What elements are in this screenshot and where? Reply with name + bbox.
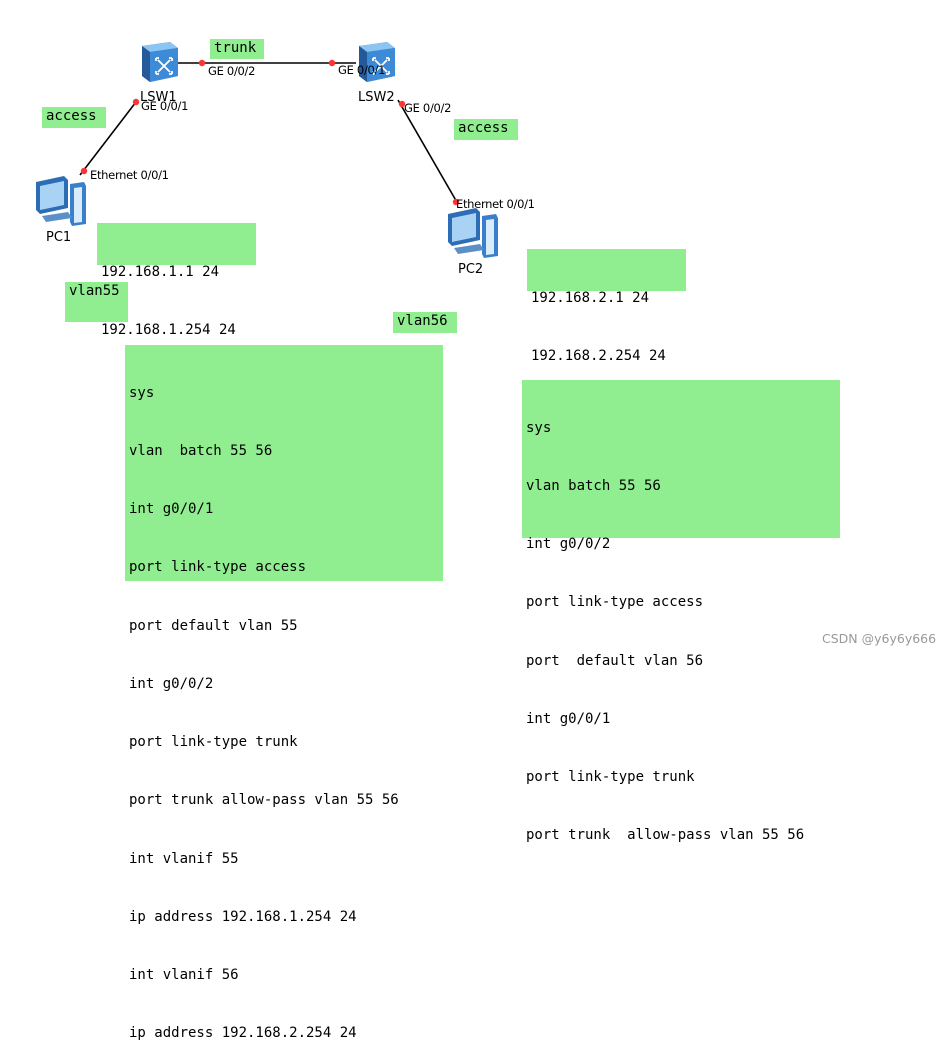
note-pc2-ip: 192.168.2.1 24 192.168.2.254 24	[527, 249, 686, 364]
config-line: sys	[526, 419, 552, 436]
config-line: port default vlan 56	[526, 652, 704, 669]
port-label-lsw1-ge002: GE 0/0/2	[208, 64, 256, 78]
switch-lsw2[interactable]	[355, 40, 399, 84]
switch-icon	[142, 42, 178, 82]
note-access-left: access	[42, 107, 106, 128]
note-access-right: access	[454, 119, 518, 140]
device-label-pc2: PC2	[458, 262, 484, 277]
device-label-lsw2: LSW2	[358, 90, 395, 105]
switch-lsw1[interactable]	[138, 40, 182, 84]
config-line: int g0/0/2	[526, 536, 611, 553]
pc-pc2[interactable]	[446, 206, 500, 258]
pc2-ip-address: 192.168.2.1 24	[531, 289, 650, 306]
note-vlan56: vlan56	[393, 312, 457, 333]
pc-pc1[interactable]	[34, 174, 88, 226]
config-line: int g0/0/2	[129, 675, 214, 692]
note-pc1-ip: 192.168.1.1 24 192.168.1.254 24	[97, 223, 256, 338]
port-dot-lsw1-ge002	[198, 59, 206, 67]
config-line: port trunk allow-pass vlan 55 56	[129, 792, 399, 809]
note-lsw2-config: sys vlan batch 55 56 int g0/0/2 port lin…	[522, 380, 840, 843]
config-line: int g0/0/1	[129, 501, 214, 518]
note-trunk: trunk	[210, 39, 264, 59]
topology-canvas	[79, 59, 460, 206]
pc1-ip-address: 192.168.1.1 24	[101, 263, 220, 280]
port-label-lsw2-ge001: GE 0/0/1	[338, 63, 386, 77]
port-dot-lsw2-ge001	[328, 59, 336, 67]
config-line: port link-type trunk	[129, 734, 298, 751]
config-line: port trunk allow-pass vlan 55 56	[526, 827, 805, 844]
config-line: sys	[129, 384, 155, 401]
config-line: port link-type trunk	[526, 769, 695, 786]
config-line: port default vlan 55	[129, 617, 298, 634]
port-dot-pc1-eth	[80, 167, 88, 175]
config-line: int vlanif 55	[129, 850, 239, 867]
config-line: int vlanif 56	[129, 967, 239, 983]
config-line: ip address 192.168.1.254 24	[129, 908, 357, 925]
device-label-pc1: PC1	[46, 230, 72, 245]
port-dot-lsw2-ge002	[398, 100, 406, 108]
config-line: port link-type access	[129, 559, 307, 576]
config-line: vlan batch 55 56	[129, 443, 273, 460]
pc1-gateway: 192.168.1.254 24	[101, 322, 236, 339]
port-dot-lsw1-ge001	[132, 98, 140, 106]
watermark: CSDN @y6y6y666	[822, 631, 937, 646]
link-lsw1-pc1	[79, 101, 137, 176]
port-label-lsw2-ge002: GE 0/0/2	[404, 101, 452, 115]
config-line: port link-type access	[526, 594, 704, 611]
config-line: int g0/0/1	[526, 710, 611, 727]
pc-icon	[448, 208, 498, 258]
device-label-lsw1: LSW1	[140, 90, 177, 105]
config-line: ip address 192.168.2.254 24	[129, 1025, 357, 1042]
port-label-lsw1-ge001: GE 0/0/1	[141, 99, 189, 113]
pc2-gateway: 192.168.2.254 24	[531, 348, 666, 365]
config-line: vlan batch 55 56	[526, 478, 661, 495]
pc-icon	[36, 176, 86, 226]
note-lsw1-config: sys vlan batch 55 56 int g0/0/1 port lin…	[125, 345, 443, 1041]
switch-icon	[359, 42, 395, 82]
note-vlan55: vlan55	[65, 282, 128, 322]
port-dot-pc2-eth	[452, 198, 460, 206]
port-label-pc2-eth: Ethernet 0/0/1	[456, 197, 535, 211]
link-lsw2-pc2	[397, 99, 459, 205]
port-label-pc1-eth: Ethernet 0/0/1	[90, 168, 169, 182]
